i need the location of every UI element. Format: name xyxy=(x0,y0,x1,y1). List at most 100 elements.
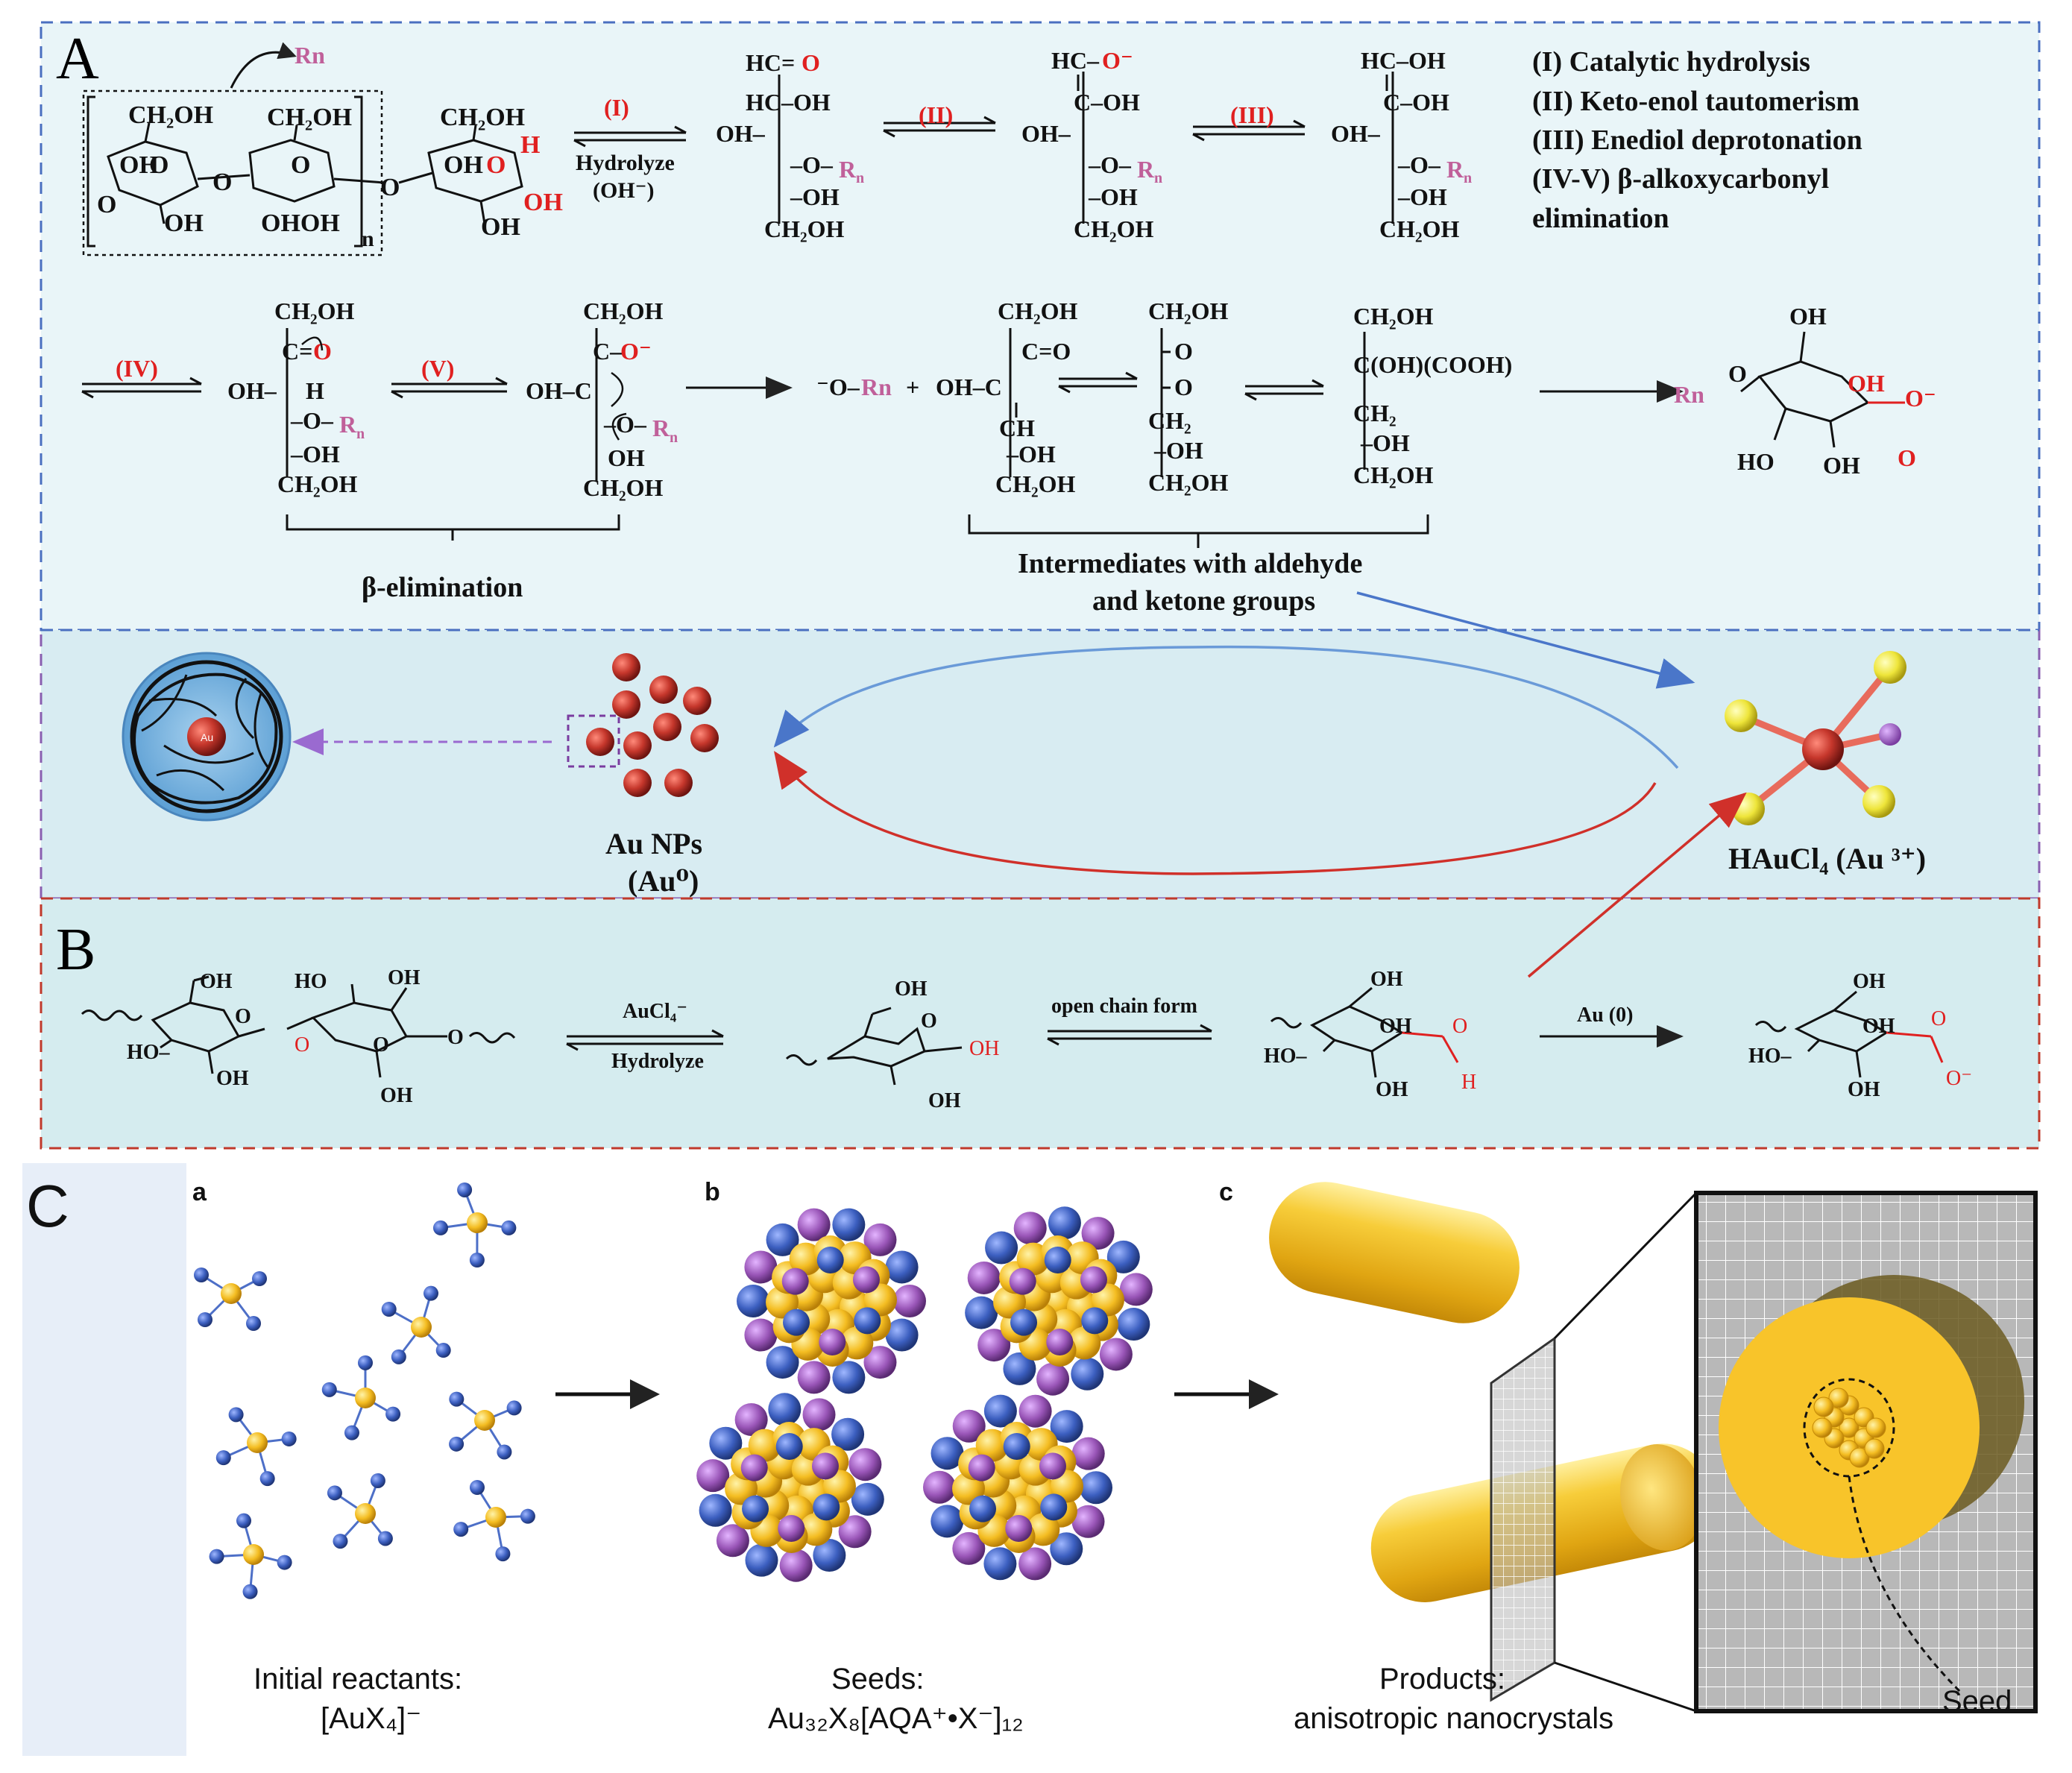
ligand xyxy=(716,1524,749,1558)
seed-cluster xyxy=(923,1394,1112,1581)
equilibrium-acid xyxy=(1244,379,1324,401)
au-np xyxy=(653,713,681,741)
svg-text:Rn: Rn xyxy=(861,374,892,400)
b-step3-top: Au (0) xyxy=(1577,1004,1633,1027)
step-iv-label: (IV) xyxy=(116,355,158,382)
cl-atom xyxy=(1732,793,1765,825)
curved-arrow-v2 xyxy=(611,412,627,441)
ligand xyxy=(1079,1471,1112,1505)
oh-minus-label: (OH⁻) xyxy=(593,178,655,203)
equilibrium-iii xyxy=(1192,119,1306,142)
b-oh-3: OH xyxy=(388,966,421,989)
halide-atom xyxy=(470,1479,485,1495)
ligand xyxy=(1071,1437,1105,1470)
svg-text:CH₂: CH₂ xyxy=(1353,400,1396,426)
au-core xyxy=(187,717,226,756)
panel-b-border xyxy=(40,897,2041,1150)
ligand xyxy=(802,1398,836,1432)
svg-text:CH₂OH: CH₂OH xyxy=(1379,215,1459,242)
equilibrium-ii xyxy=(883,116,996,138)
red-arrow-to-haucl4 xyxy=(1527,792,1747,978)
svg-text:–O–: –O– xyxy=(790,151,834,178)
b-o-link: O xyxy=(447,1026,464,1049)
au-np xyxy=(623,731,652,760)
au-atom xyxy=(467,1212,488,1233)
label-oh-red: OH xyxy=(523,189,563,216)
svg-text:CH₂OH: CH₂OH xyxy=(277,470,357,497)
svg-text:⁻O–: ⁻O– xyxy=(816,374,860,400)
svg-text:OH–: OH– xyxy=(716,120,766,147)
b-oh-4: OH xyxy=(380,1084,413,1107)
bracket-left xyxy=(86,95,95,248)
blue-cycle-arrow xyxy=(773,645,1679,769)
curved-arrow-v1 xyxy=(611,371,624,407)
aux4-molecule xyxy=(449,1391,522,1460)
cellobiose xyxy=(81,975,1944,1086)
b-glucose-oh-red: OH xyxy=(969,1037,999,1060)
svg-text:–O–: –O– xyxy=(290,407,334,434)
label-oh-b: OH xyxy=(444,151,483,179)
cl-atom xyxy=(1874,651,1906,684)
ligand xyxy=(744,1318,778,1352)
svg-text:R: R xyxy=(839,156,857,183)
aux4-molecule xyxy=(432,1182,517,1267)
panel-b-background xyxy=(41,898,2039,1148)
au-nps-label: Au NPs xyxy=(605,827,702,860)
halide-atom xyxy=(194,1267,209,1282)
svg-text:n: n xyxy=(1464,170,1472,186)
svg-text:CH₂OH: CH₂OH xyxy=(1353,303,1433,330)
legend-line-4: (IV-V) β-alkoxycarbonyl xyxy=(1532,163,1829,195)
svg-text:O: O xyxy=(802,49,820,76)
ligand xyxy=(885,1318,919,1352)
svg-text:O: O xyxy=(1174,374,1193,400)
polymer-structure xyxy=(82,42,523,256)
aux4-molecule xyxy=(327,1473,393,1549)
svg-text:HC–OH: HC–OH xyxy=(1361,47,1446,74)
ligand xyxy=(766,1346,799,1379)
ligand xyxy=(967,1261,1001,1294)
label-o-ring1: O xyxy=(149,151,169,179)
halide-atom xyxy=(385,1406,401,1422)
svg-text:–O–: –O– xyxy=(1397,151,1441,178)
svg-text:R: R xyxy=(652,415,670,441)
label-ch2oh-3: CH₂OH xyxy=(440,104,525,131)
brace-beta xyxy=(286,514,620,541)
svg-text:–OH: –OH xyxy=(1006,441,1056,467)
label-oh-a: OH xyxy=(119,151,159,179)
svg-text:CH₂: CH₂ xyxy=(1148,407,1191,434)
svg-text:C–OH: C–OH xyxy=(1383,89,1449,116)
svg-text:–OH: –OH xyxy=(290,441,340,467)
ligand xyxy=(1018,1547,1052,1581)
panel-c-label: C xyxy=(26,1173,69,1239)
cl-atom xyxy=(1725,699,1757,732)
label-ch2oh-1: CH₂OH xyxy=(128,101,213,129)
svg-text:CH₂OH: CH₂OH xyxy=(583,297,663,324)
svg-text:O: O xyxy=(313,338,332,365)
au-atom xyxy=(247,1432,268,1453)
b-open-oh2: OH xyxy=(1379,1015,1412,1038)
aux4-molecule xyxy=(209,1513,292,1599)
ligand xyxy=(699,1493,732,1527)
b-step2-top: open chain form xyxy=(1051,995,1197,1018)
halide-atom xyxy=(381,1302,397,1317)
svg-text:O: O xyxy=(1728,360,1747,387)
b-glucose-o: O xyxy=(921,1010,937,1033)
polymer-n: n xyxy=(362,227,374,251)
ligand xyxy=(885,1250,919,1284)
seed-clusters xyxy=(696,1206,1153,1582)
ligand xyxy=(985,1231,1018,1265)
ligand xyxy=(797,1208,831,1241)
ligand xyxy=(1106,1240,1140,1273)
ligand xyxy=(983,1394,1017,1428)
au-np xyxy=(623,769,652,797)
svg-text:OH: OH xyxy=(1848,370,1885,397)
b-acid-ho: HO– xyxy=(1748,1045,1792,1068)
red-cycle-arrow xyxy=(774,751,1657,875)
svg-text:CH₂OH: CH₂OH xyxy=(1148,297,1228,324)
legend-line-3: (III) Enediol deprotonation xyxy=(1532,125,1862,156)
step-iii-label: (III) xyxy=(1230,101,1274,128)
zoom-line-bottom xyxy=(1554,1661,1697,1713)
b-glucose-oh: OH xyxy=(895,977,928,1001)
au-np xyxy=(683,687,711,715)
legend: (I) Catalytic hydrolysis (II) Keto-enol … xyxy=(1532,46,1862,234)
